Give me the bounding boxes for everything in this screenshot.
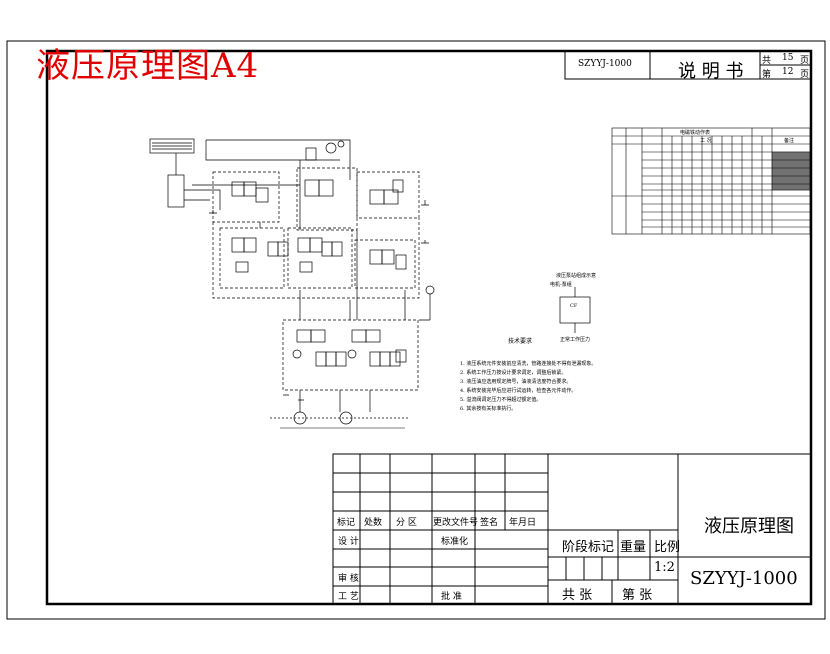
- sheet-title: 液压原理图A4: [36, 46, 260, 86]
- header-page-unit: 页: [800, 56, 810, 66]
- weight-label: 重量: [620, 540, 647, 555]
- legend-title: 液压泵站组成示意: [556, 273, 597, 279]
- header-current-page: 12: [782, 67, 794, 77]
- drawing-name: 液压原理图: [704, 516, 794, 537]
- rev-header-zone: 分 区: [396, 518, 417, 528]
- sheet-no-label: 第 张: [622, 588, 653, 603]
- scale-value: 1:2: [654, 560, 675, 575]
- drawing-number: SZYYJ-1000: [690, 568, 798, 589]
- tech-note-line: 1. 液压系统元件安装前应清洗，管路连接处不得有泄漏现象。: [460, 361, 597, 367]
- header-total-pages: 15: [782, 53, 794, 63]
- approve-label: 批 准: [441, 592, 462, 602]
- header-page-unit-2: 页: [800, 70, 810, 80]
- header-drawing-number: SZYYJ-1000: [578, 59, 632, 69]
- tech-note-line: 6. 其余按有关标准执行。: [460, 406, 517, 412]
- tech-note-line: 5. 溢流阀调定压力不得超过额定值。: [460, 397, 542, 403]
- tech-notes-heading: 技术要求: [508, 338, 533, 345]
- rev-header-date: 年月日: [509, 518, 537, 528]
- solenoid-action-table: [611, 127, 811, 235]
- header-current-label: 第: [762, 70, 772, 80]
- table-title: 电磁铁动作表: [680, 130, 711, 136]
- outer-border: [6, 40, 826, 620]
- tech-note-line: 4. 系统安装完毕后应进行试运转，检查各元件动作。: [460, 388, 577, 394]
- rev-header-sign: 签名: [480, 518, 499, 528]
- total-sheets-label: 共 张: [562, 588, 593, 603]
- pump-legend-box: [559, 287, 591, 333]
- standardization-label: 标准化: [441, 537, 469, 547]
- header-doc-type: 说 明 书: [678, 61, 744, 82]
- table-col-header: 工 况: [700, 138, 712, 144]
- tech-note-line: 2. 系统工作压力按设计要求调定，调整后锁紧。: [460, 370, 567, 376]
- hydraulic-schematic: [149, 138, 435, 429]
- scale-label: 比例: [654, 540, 681, 555]
- title-block-grid: [332, 453, 812, 605]
- rev-header-count: 处数: [364, 518, 383, 528]
- legend-label: CF: [570, 303, 578, 309]
- legend-subtitle: 电机-泵组: [550, 282, 572, 288]
- header-total-label: 共: [762, 56, 772, 66]
- legend-caption: 正常工作压力: [560, 337, 591, 343]
- top-header-block: [564, 50, 812, 80]
- rev-header-file: 更改文件号: [433, 518, 479, 528]
- design-label: 设 计: [338, 537, 359, 547]
- stage-mark-label: 阶段标记: [562, 540, 615, 555]
- table-note-header: 备注: [784, 138, 795, 144]
- tech-note-line: 3. 液压油应选用规定牌号，油液清洁度符合要求。: [460, 379, 572, 385]
- process-label: 工 艺: [338, 592, 359, 602]
- review-label: 审 核: [338, 574, 359, 584]
- rev-header-mark: 标记: [337, 518, 356, 528]
